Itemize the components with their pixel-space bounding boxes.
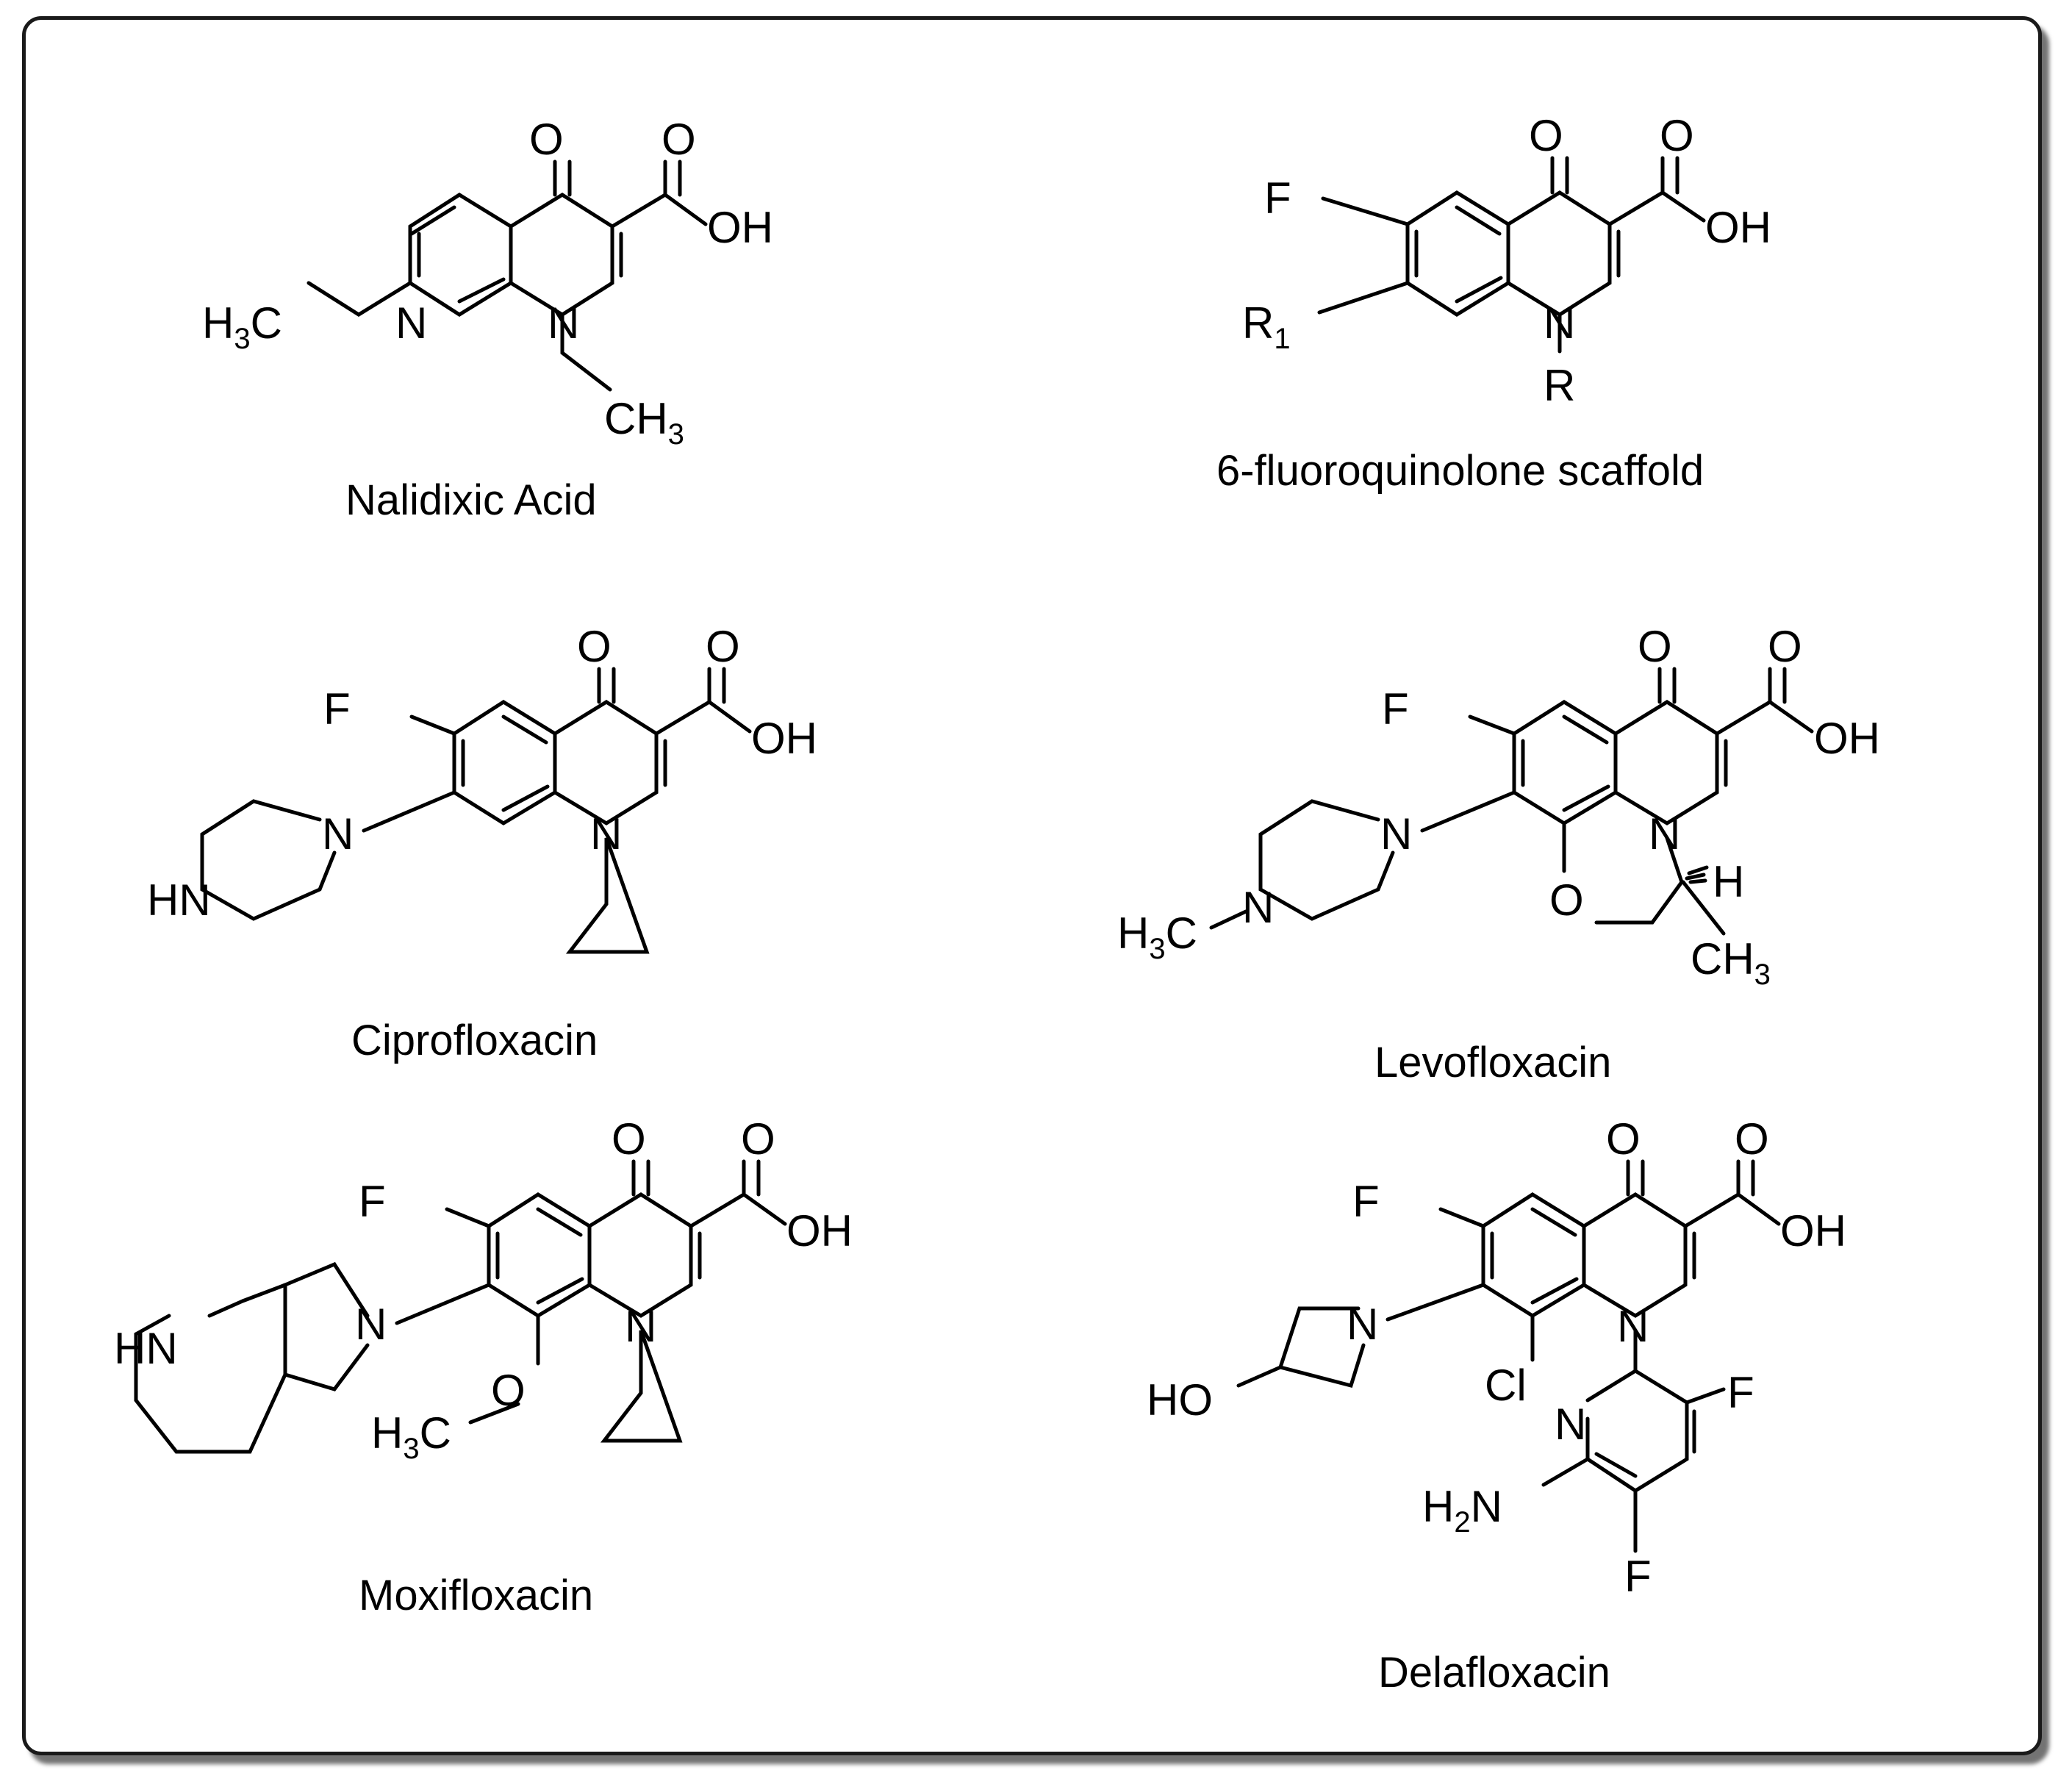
- compound-name-moxifloxacin: Moxifloxacin: [359, 1572, 593, 1619]
- atom-pyridine-fluorine-lower: F: [1624, 1552, 1652, 1601]
- compound-name-nalidixic: Nalidixic Acid: [345, 476, 597, 524]
- structure-ciprofloxacin: O O OH F N HN N Ciprofloxacin: [147, 622, 817, 1064]
- atom-piperidine-nh: HN: [114, 1324, 178, 1373]
- atom-piperazine-nh: HN: [147, 875, 211, 925]
- atom-n1-nitrogen: N: [590, 809, 622, 859]
- compound-name-scaffold: 6-fluoroquinolone scaffold: [1216, 447, 1704, 495]
- atom-hydroxyl: OH: [1780, 1206, 1846, 1255]
- atom-hydroxyl: OH: [1814, 714, 1880, 763]
- atom-oxygen-ketone: O: [529, 115, 564, 164]
- atom-pyridine-nitrogen: N: [1555, 1400, 1586, 1449]
- atom-stereo-methyl: CH3: [1691, 934, 1771, 991]
- structure-levofloxacin: O O OH F N N N O H CH3 H3C Levofloxacin: [1117, 622, 1880, 1086]
- atom-oxygen-ketone: O: [1606, 1114, 1641, 1164]
- atom-hydroxyl: OH: [1705, 203, 1771, 252]
- atom-methoxy-methyl: H3C: [371, 1408, 451, 1465]
- atom-n1-nitrogen: N: [1617, 1302, 1649, 1351]
- atom-ring-oxygen: O: [1549, 875, 1584, 925]
- atom-n1-nitrogen: N: [548, 298, 579, 348]
- compound-name-levofloxacin: Levofloxacin: [1374, 1039, 1611, 1086]
- atom-fluorine: F: [1264, 173, 1291, 223]
- atom-r1-group: R1: [1242, 298, 1291, 355]
- atom-hydroxyl: OH: [707, 203, 773, 252]
- atom-ring-nitrogen: N: [395, 298, 427, 348]
- structure-nalidixic-acid: O O OH N N H3C CH3 Nalidixic Acid: [202, 115, 773, 524]
- atom-fluorine: F: [359, 1177, 386, 1226]
- atom-methoxy-oxygen: O: [491, 1366, 526, 1415]
- atom-piperazine-nitrogen: N: [322, 809, 354, 859]
- atom-chlorine: Cl: [1485, 1361, 1527, 1410]
- atom-oxygen-carbonyl: O: [741, 1114, 775, 1164]
- atom-hydroxyl: OH: [751, 714, 817, 763]
- atom-oxygen-ketone: O: [577, 622, 612, 671]
- atom-azetidine-hydroxyl: HO: [1147, 1375, 1213, 1425]
- figure-frame: [22, 16, 2042, 1755]
- structure-moxifloxacin: O O OH F N HN N O H3C Moxifloxacin: [114, 1114, 853, 1619]
- atom-oxygen-carbonyl: O: [662, 115, 696, 164]
- atom-oxygen-ketone: O: [612, 1114, 646, 1164]
- atom-pyrrolidine-nitrogen: N: [355, 1300, 387, 1349]
- atom-hydroxyl: OH: [786, 1206, 853, 1255]
- atom-n1-nitrogen: N: [1649, 809, 1680, 859]
- atom-n-methyl-group: H3C: [1117, 909, 1197, 965]
- atom-methyl-group: H3C: [202, 298, 282, 355]
- atom-oxygen-carbonyl: O: [1735, 1114, 1769, 1164]
- atom-methyl-nitrogen: N: [1242, 883, 1274, 932]
- atom-stereo-hydrogen: H: [1713, 857, 1744, 906]
- atom-ethyl-methyl: CH3: [604, 394, 684, 451]
- atom-fluorine: F: [323, 684, 351, 734]
- structure-delafloxacin: O O OH F N HO N Cl N F F H2N Delafloxaci…: [1147, 1114, 1846, 1697]
- atom-oxygen-carbonyl: O: [1660, 111, 1694, 160]
- atom-fluorine: F: [1352, 1177, 1380, 1226]
- atom-azetidine-nitrogen: N: [1347, 1300, 1378, 1349]
- atom-n1-nitrogen: N: [625, 1302, 656, 1351]
- atom-fluorine: F: [1382, 684, 1409, 734]
- atom-oxygen-ketone: O: [1638, 622, 1672, 671]
- compound-name-ciprofloxacin: Ciprofloxacin: [351, 1017, 598, 1064]
- atom-oxygen-carbonyl: O: [706, 622, 740, 671]
- structure-scaffold: O O OH F N R R1 6-fluoroquinolone scaffo…: [1216, 111, 1771, 495]
- atom-amino-group: H2N: [1422, 1482, 1502, 1538]
- atom-n1-nitrogen: N: [1544, 298, 1575, 348]
- compound-name-delafloxacin: Delafloxacin: [1378, 1649, 1610, 1697]
- atom-oxygen-ketone: O: [1529, 111, 1563, 160]
- atom-r-group: R: [1544, 361, 1575, 410]
- atom-oxygen-carbonyl: O: [1768, 622, 1802, 671]
- atom-pyridine-fluorine-upper: F: [1727, 1368, 1754, 1417]
- atom-piperazine-nitrogen: N: [1380, 809, 1412, 859]
